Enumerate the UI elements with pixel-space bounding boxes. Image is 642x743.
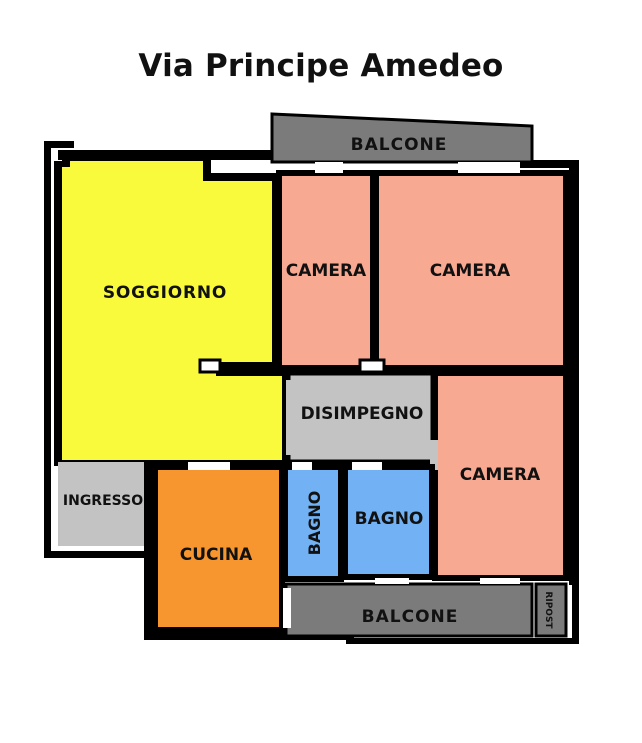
balcone-bottom-area <box>284 582 534 638</box>
bagno-1-area <box>282 464 344 582</box>
label-disimpegno: DISIMPEGNO <box>301 404 424 424</box>
label-ripost: RIPOST <box>543 591 553 629</box>
label-bagno-1: BAGNO <box>305 491 324 556</box>
label-camera-3: CAMERA <box>460 465 541 485</box>
disimpegno-area <box>285 370 436 465</box>
plan-title: Via Principe Amedeo <box>138 48 504 84</box>
label-camera-2: CAMERA <box>430 261 511 281</box>
label-camera-1: CAMERA <box>286 261 367 281</box>
balcone-top-area <box>270 112 534 164</box>
label-soggiorno: SOGGIORNO <box>103 283 227 303</box>
bagno-2-area <box>342 464 435 580</box>
label-cucina: CUCINA <box>180 545 253 565</box>
camera-1-area <box>276 170 376 371</box>
label-bagno-2: BAGNO <box>355 509 424 529</box>
label-balcone-top: BALCONE <box>351 135 448 155</box>
ingresso-area <box>58 462 144 546</box>
ripost-area <box>534 582 568 638</box>
cucina-area <box>152 464 285 633</box>
label-balcone-bottom: BALCONE <box>362 607 459 627</box>
camera-3-area <box>432 370 569 581</box>
label-ingresso: INGRESSO <box>63 493 143 509</box>
